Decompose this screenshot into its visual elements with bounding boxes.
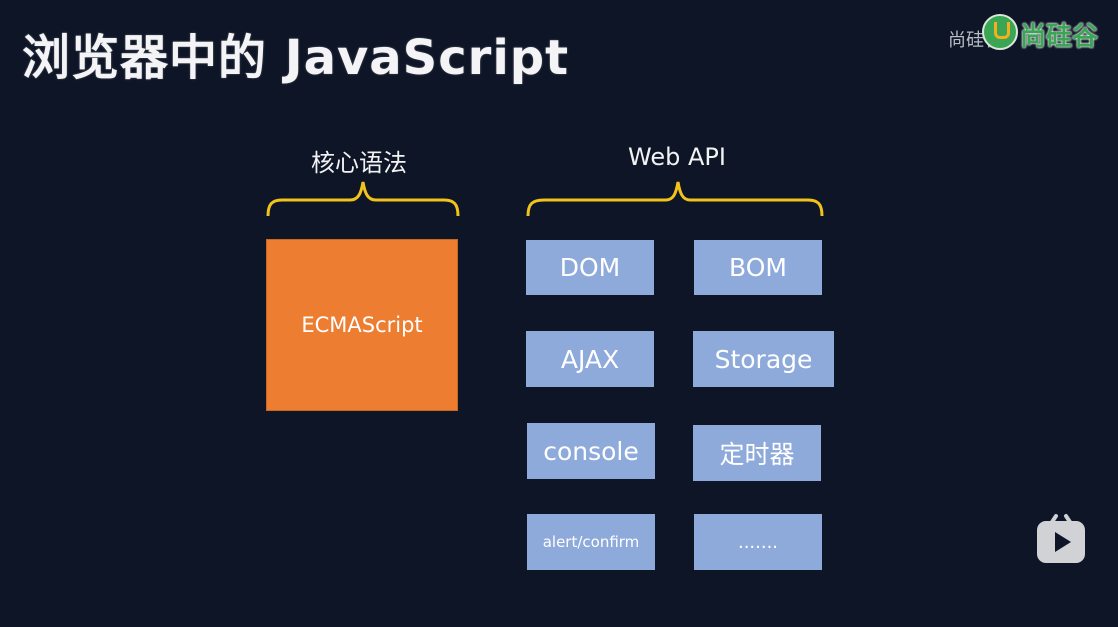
logo-circle-icon <box>982 14 1018 50</box>
web-api-brace-icon <box>526 181 824 217</box>
slide-title: 浏览器中的 JavaScript <box>22 30 570 86</box>
web-api-label: Web API <box>628 143 726 171</box>
core-brace-icon <box>266 181 460 217</box>
core-syntax-label: 核心语法 <box>311 149 407 177</box>
web-api-bom-box: BOM <box>694 240 822 295</box>
ecmascript-box: ECMAScript <box>266 239 458 411</box>
bilibili-tv-play-icon[interactable] <box>1034 512 1088 566</box>
web-api-timer-box: 定时器 <box>693 425 821 481</box>
shangguigu-logo-icon: 尚硅谷 <box>982 10 1112 54</box>
web-api-alert-confirm-box: alert/confirm <box>527 514 655 570</box>
web-api-ajax-box: AJAX <box>526 331 654 387</box>
web-api-console-box: console <box>527 423 655 479</box>
web-api-more-box: ....... <box>694 514 822 570</box>
web-api-storage-box: Storage <box>693 331 834 387</box>
web-api-dom-box: DOM <box>526 240 654 295</box>
logo-text: 尚硅谷 <box>1020 22 1099 52</box>
